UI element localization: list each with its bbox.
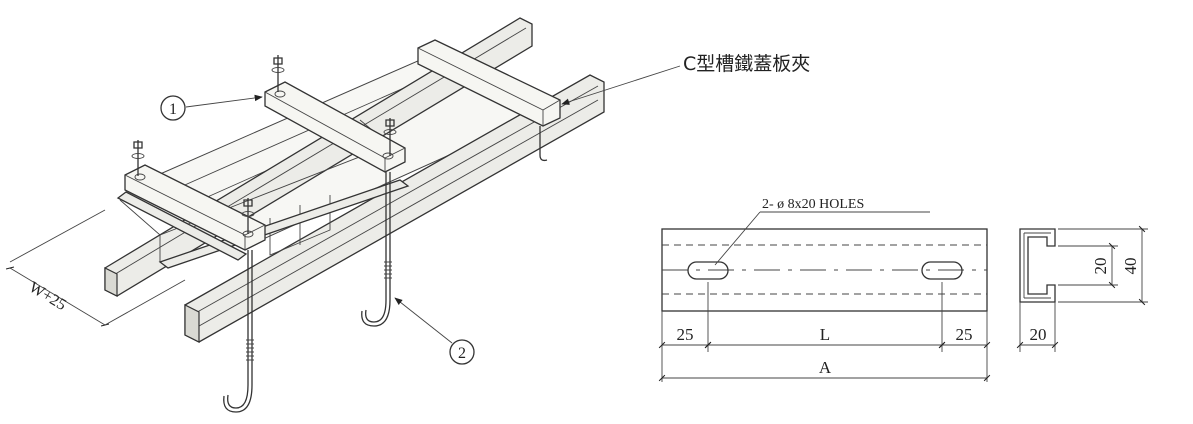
- clip-section-view: 20 40 20: [1016, 225, 1148, 352]
- callout-1-label: 1: [169, 101, 177, 118]
- tray-assembly-drawing: W+25 1 2 C型槽鐵蓋板夾: [5, 17, 810, 413]
- dim-left-label: 25: [677, 325, 694, 344]
- callout-1: 1: [160, 94, 263, 121]
- callout-2: 2: [394, 297, 475, 365]
- callout-2-label: 2: [458, 345, 466, 362]
- dim-right-label: 25: [956, 325, 973, 344]
- clip-title: C型槽鐵蓋板夾: [683, 53, 810, 75]
- slot-hole-left: [687, 261, 729, 280]
- dim-slot-label: 20: [1091, 258, 1110, 275]
- width-label: W+25: [26, 279, 69, 314]
- dim-total-label: A: [819, 358, 832, 377]
- j-hook-bolts: [223, 172, 392, 413]
- c-channel-clip: [417, 39, 561, 162]
- holes-label: 2- ø 8x20 HOLES: [762, 197, 864, 212]
- clip-title-callout: C型槽鐵蓋板夾: [561, 53, 810, 105]
- clip-plan-view: 2- ø 8x20 HOLES 25 L 25 A: [658, 197, 991, 382]
- threaded-rods: [131, 55, 397, 234]
- dim-middle-label: L: [820, 325, 830, 344]
- dim-height-label: 40: [1121, 258, 1140, 275]
- channel-rail-near: [184, 74, 605, 343]
- dim-width-label: 20: [1030, 325, 1047, 344]
- slot-hole-right: [921, 261, 963, 280]
- clip-bar-2: [264, 81, 406, 173]
- clip-bar-1: [124, 164, 266, 251]
